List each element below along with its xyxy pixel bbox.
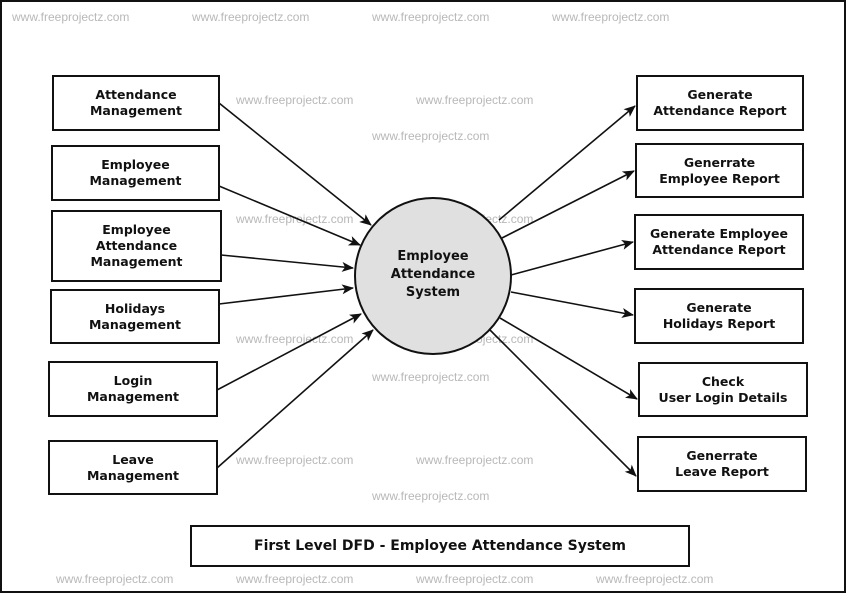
- process-label-line: Attendance: [390, 267, 476, 282]
- data-flow-arrow-in: [218, 102, 372, 226]
- process-label-line: Employee: [397, 249, 469, 264]
- data-flow-arrow-in: [220, 254, 354, 272]
- process-label-line: System: [405, 285, 461, 300]
- box-label: Management: [86, 467, 179, 483]
- box-label: Holidays Report: [662, 316, 776, 331]
- box-label: Holidays: [104, 300, 166, 316]
- box-label: Employee Report: [659, 170, 780, 186]
- data-flow-arrow-in: [216, 329, 374, 469]
- data-flow-arrow-in: [218, 284, 354, 305]
- process-circle: [354, 197, 512, 355]
- box-label: Management: [89, 173, 182, 188]
- box-label: User Login Details: [658, 389, 788, 405]
- data-flow-arrow-out: [501, 170, 635, 239]
- data-flow-arrow-in: [216, 313, 362, 391]
- box-label: Attendance: [95, 238, 178, 253]
- box-label: Attendance: [95, 87, 177, 102]
- box-label: Generate Employee: [649, 226, 788, 241]
- data-flow-arrow-out: [510, 291, 634, 318]
- box-label: Check: [701, 373, 745, 389]
- box-label: Generate: [686, 300, 752, 315]
- box-label: Login: [113, 373, 153, 388]
- box-label: Leave Report: [675, 464, 769, 479]
- box-label: Management: [86, 389, 179, 404]
- box-label: Leave: [112, 451, 154, 467]
- box-label: Management: [90, 254, 183, 269]
- box-label: Generrate: [686, 448, 758, 463]
- data-flow-arrow-out: [499, 317, 638, 400]
- data-flow-arrow-in: [218, 185, 361, 246]
- box-label: Employee: [101, 157, 170, 172]
- process-label: Employee Attendance System: [375, 248, 491, 302]
- data-flow-arrow-out: [498, 105, 636, 221]
- diagram-title: First Level DFD - Employee Attendance Sy…: [190, 525, 690, 567]
- data-flow-arrow-out: [510, 240, 634, 276]
- data-flow-arrow-out: [488, 328, 637, 477]
- box-label: Attendance Report: [652, 242, 786, 257]
- box-label: Generate: [687, 87, 753, 102]
- box-label: Employee: [102, 222, 171, 237]
- box-label: Generrate: [683, 154, 756, 170]
- box-label: Management: [89, 103, 182, 118]
- box-label: Attendance Report: [653, 103, 787, 118]
- box-label: Management: [88, 316, 181, 332]
